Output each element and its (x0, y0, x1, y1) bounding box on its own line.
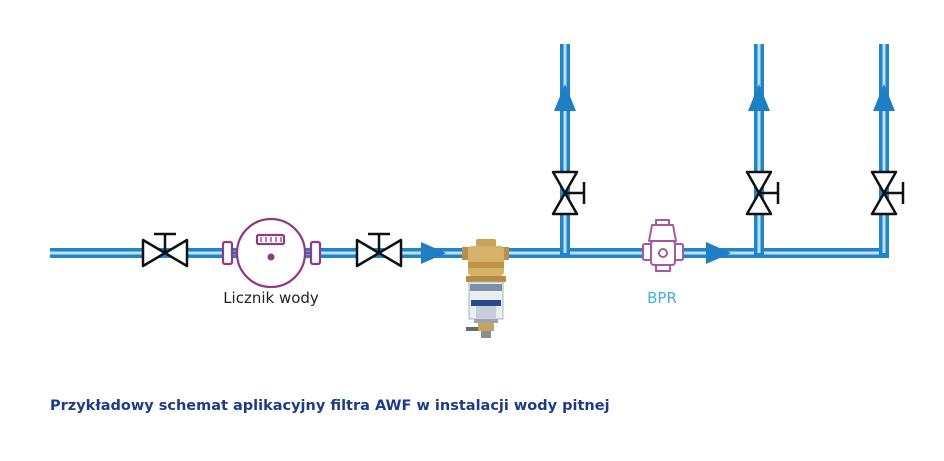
flow-arrow-icon (554, 84, 576, 111)
flow-arrow-icon (873, 84, 895, 111)
gate-valve-icon (745, 170, 780, 216)
diagram-caption: Przykładowy schemat aplikacyjny filtra A… (50, 398, 610, 414)
flow-arrow-icon (421, 242, 446, 264)
gate-valve-icon (551, 170, 586, 216)
flow-arrow-icon (748, 84, 770, 111)
pressure-reducer-icon (642, 219, 684, 272)
water-meter-icon (221, 217, 322, 289)
pipe-network (50, 44, 889, 258)
flow-arrow-icon (706, 242, 731, 264)
bpr-label: BPR (647, 289, 677, 307)
water-meter-label: Licznik wody (223, 289, 319, 307)
gate-valve-icon (355, 232, 403, 268)
gate-valve-icon (870, 170, 905, 216)
flow-arrows (421, 84, 895, 264)
gate-valve-icon (141, 232, 189, 268)
awf-filter-icon (462, 239, 509, 338)
